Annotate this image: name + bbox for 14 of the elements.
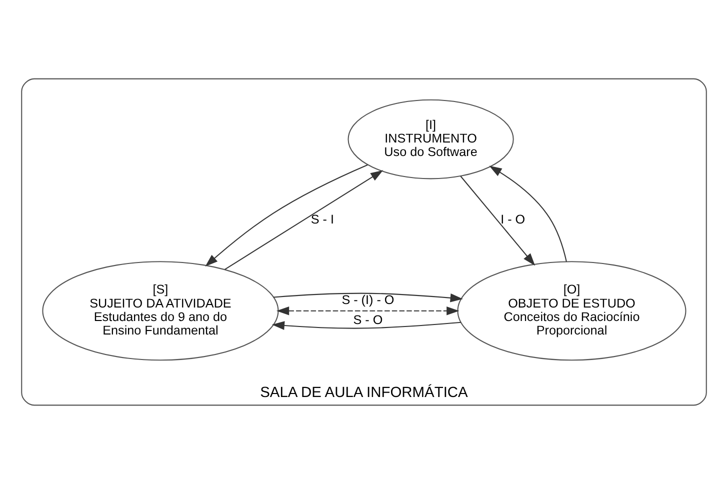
node-ellipse: [S] SUJEITO DA ATIVIDADE Estudantes do 9 ano do Ensino Fundamental <box>42 261 278 361</box>
edge-label: I - O <box>500 212 525 226</box>
arrow <box>272 292 462 302</box>
arrow <box>224 170 383 270</box>
edge-label: S - I <box>310 212 334 226</box>
arrow <box>276 306 459 316</box>
arrow <box>271 321 460 330</box>
arrow <box>488 166 566 262</box>
node-ellipse: [I] INSTRUMENTO Uso do Software <box>347 99 514 180</box>
edge-label: S - (I) - O <box>341 293 394 308</box>
arrow <box>204 164 368 267</box>
node-ellipse: [O] OBJETO DE ESTUDO Conceitos do Raciocínio Proporcional <box>456 261 686 361</box>
edge-label: S - O <box>352 313 382 328</box>
arrow <box>460 176 535 266</box>
